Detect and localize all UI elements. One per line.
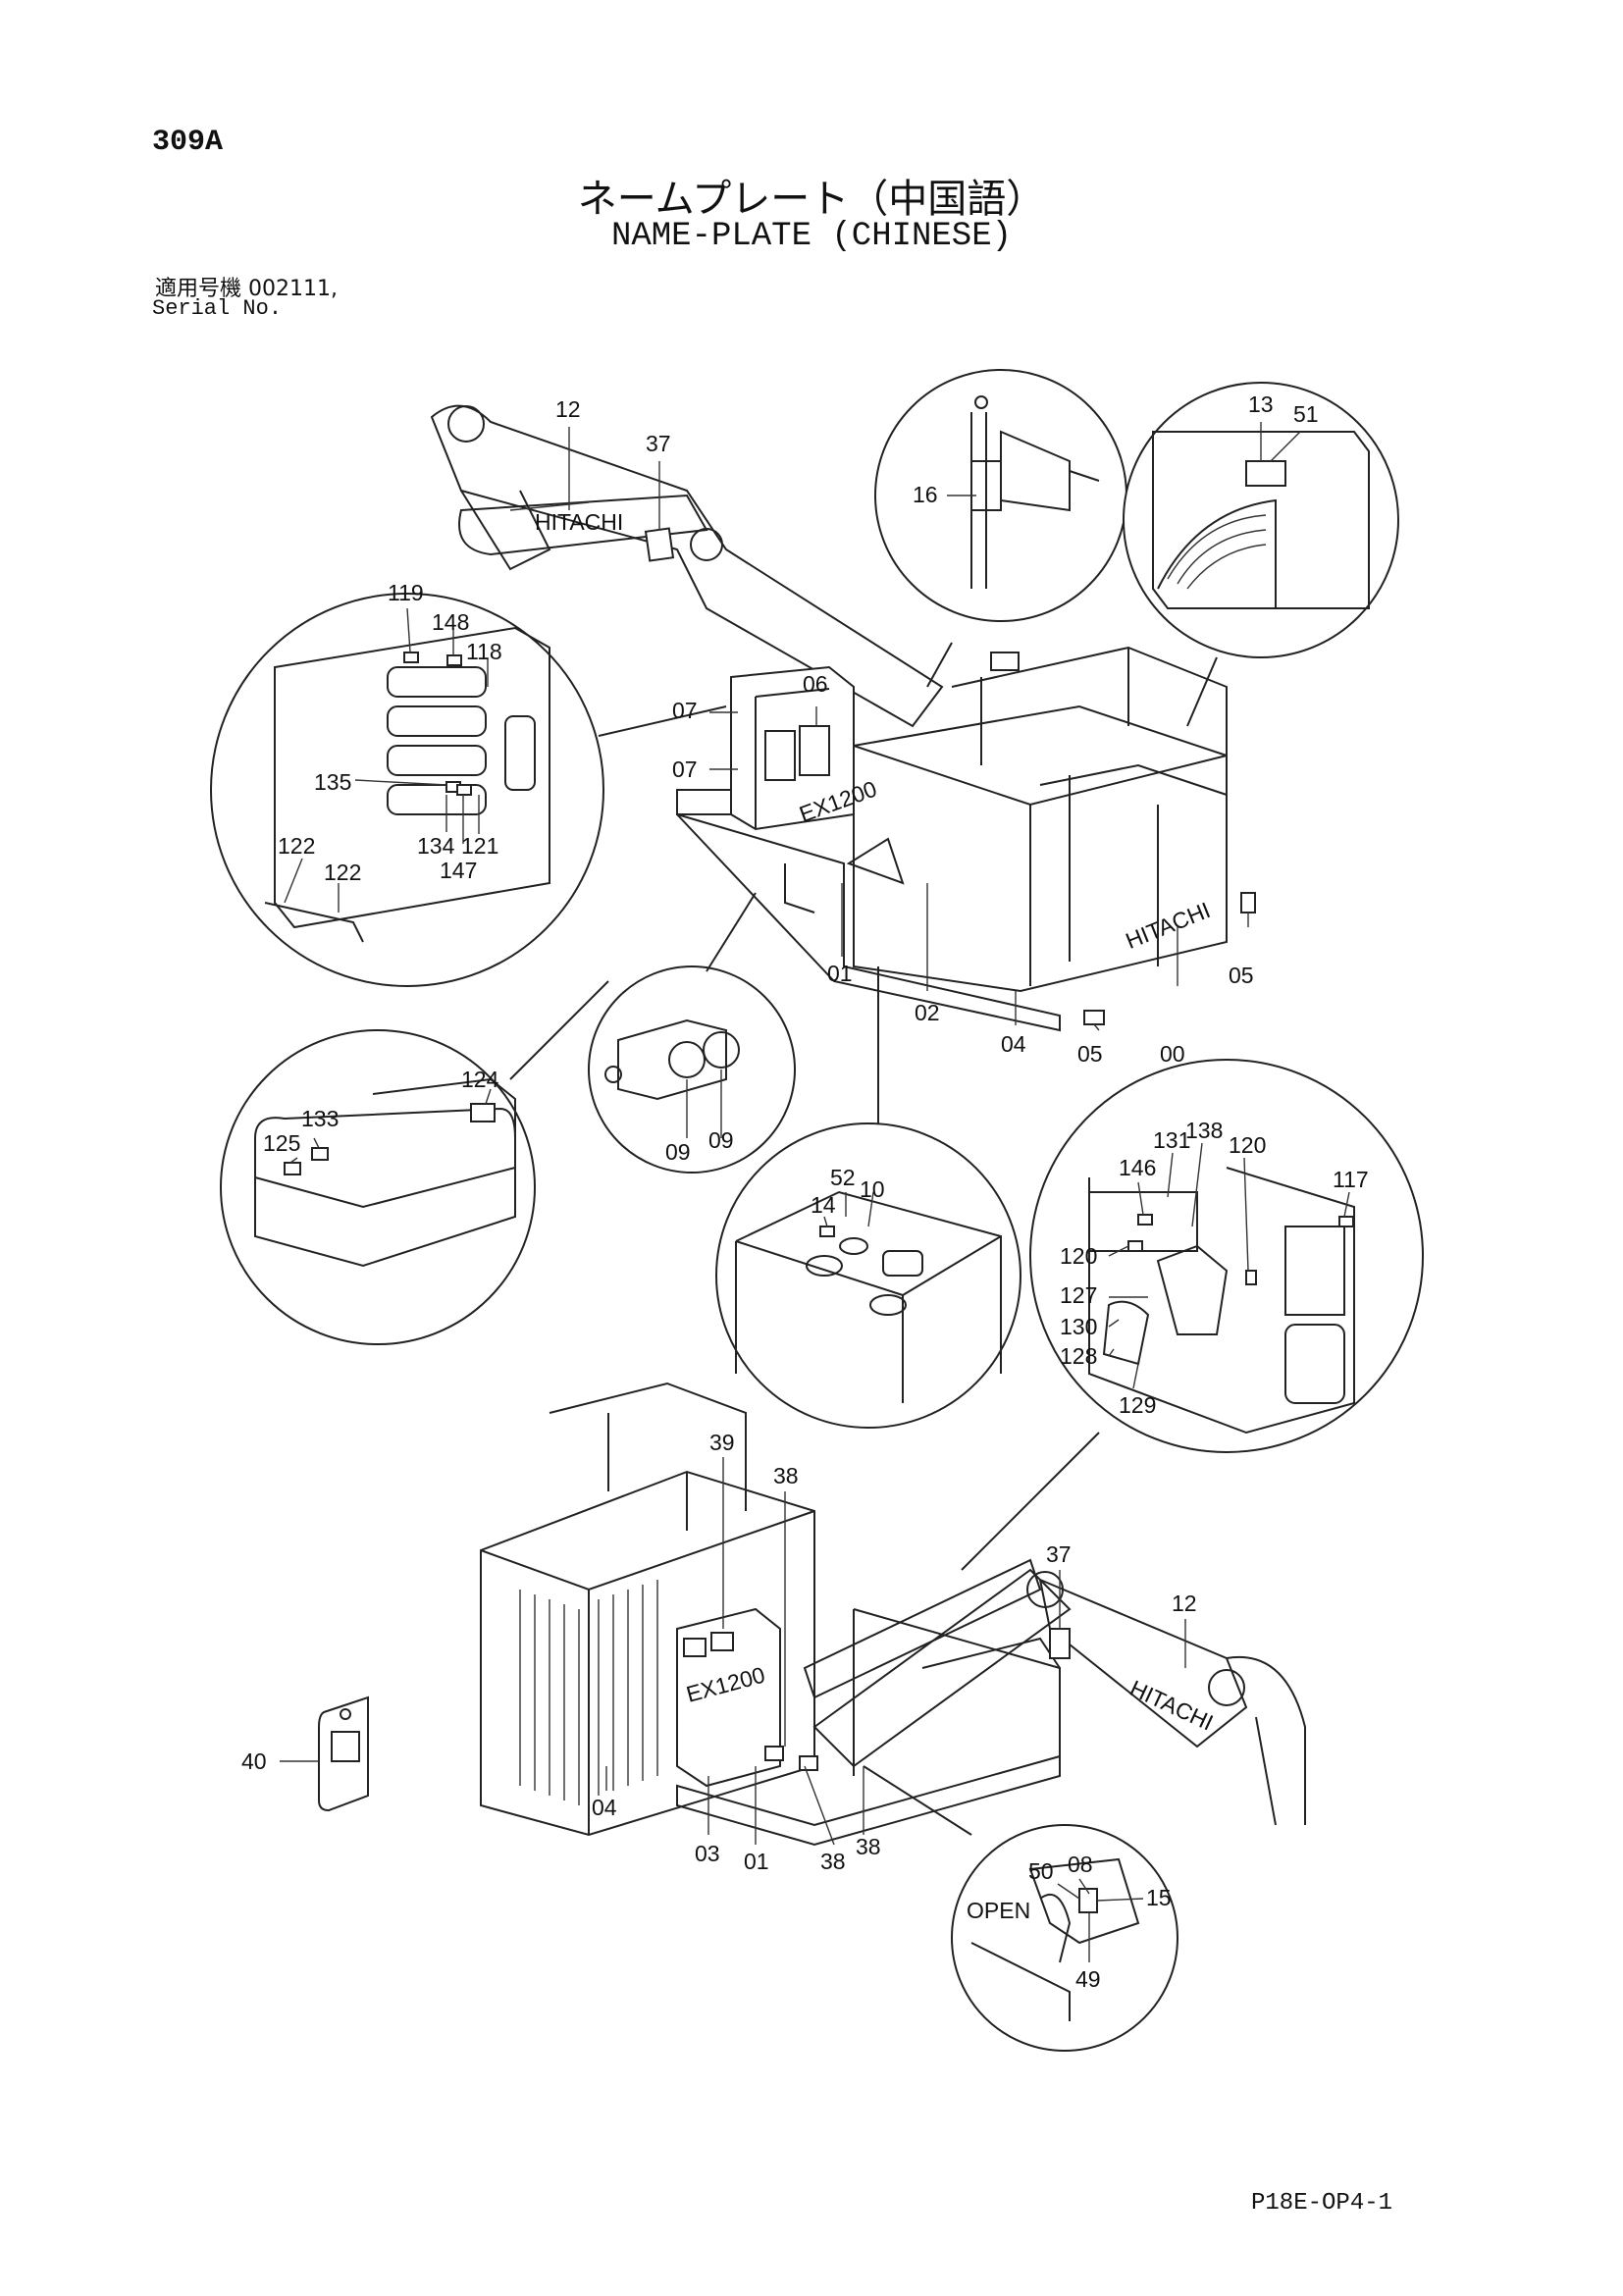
callout-51: 51 [1293, 401, 1319, 427]
callout-120-a: 120 [1229, 1132, 1266, 1158]
callout-07-b: 07 [672, 757, 698, 782]
callout-39: 39 [709, 1430, 735, 1455]
callout-01-bottom: 01 [744, 1849, 769, 1874]
callout-120-b: 120 [1060, 1243, 1097, 1269]
callout-01-top: 01 [827, 961, 853, 986]
callout-119: 119 [388, 580, 424, 605]
callout-numbers: 12 37 13 51 16 119 148 118 07 06 07 135 … [241, 391, 1369, 1992]
callout-38-a: 38 [820, 1849, 846, 1874]
callout-leaders [284, 422, 1350, 1962]
callout-52: 52 [830, 1165, 856, 1190]
callout-37-bottom: 37 [1046, 1541, 1072, 1567]
detail-circle-cab-interior [210, 593, 727, 987]
callout-127: 127 [1060, 1282, 1097, 1308]
callout-12: 12 [555, 396, 581, 422]
callout-129: 129 [1119, 1392, 1156, 1418]
plate-37-bottom [1049, 1628, 1071, 1659]
callout-128: 128 [1060, 1343, 1097, 1369]
callout-122-a: 122 [278, 833, 315, 859]
callout-125: 125 [263, 1130, 300, 1156]
excavator-top: HITACHI HITACHI EX1200 [430, 404, 1256, 1032]
serial-label-japanese: 適用号機 002111, [155, 277, 338, 301]
callout-14: 14 [811, 1192, 836, 1218]
callout-38-top: 38 [773, 1463, 799, 1488]
callout-147: 147 [440, 858, 477, 883]
brand-label: HITACHI [535, 509, 623, 535]
page-number: 309A [152, 126, 224, 159]
callout-09-a: 09 [665, 1139, 691, 1165]
callout-146: 146 [1119, 1155, 1156, 1180]
callout-07-a: 07 [672, 698, 698, 723]
callout-00: 00 [1160, 1041, 1185, 1067]
serial-label-english: Serial No. [152, 296, 283, 321]
callout-49: 49 [1075, 1966, 1101, 1992]
callout-04-bottom: 04 [592, 1795, 617, 1820]
callout-05-b: 05 [1229, 963, 1254, 988]
plate-38a [764, 1746, 784, 1761]
plate-05-right [1240, 892, 1256, 913]
callout-08: 08 [1068, 1852, 1093, 1877]
callout-40: 40 [241, 1748, 267, 1774]
callout-09-b: 09 [708, 1127, 734, 1153]
callout-134: 134 [417, 833, 455, 859]
detail-circle-door: OPEN [863, 1765, 1178, 2052]
open-label: OPEN [967, 1898, 1030, 1923]
boom-logo-top: HITACHI [509, 501, 623, 535]
detail-circle-valve [588, 892, 796, 1174]
callout-138: 138 [1185, 1118, 1223, 1143]
excavator-bottom: EX1200 HITACHI [480, 1382, 1306, 1847]
callout-117: 117 [1333, 1167, 1369, 1192]
callout-15: 15 [1146, 1885, 1172, 1910]
callout-118: 118 [466, 639, 502, 664]
callout-133: 133 [301, 1106, 339, 1131]
callout-03: 03 [695, 1841, 720, 1866]
detail-circle-engine-panel [220, 980, 609, 1345]
detail-circle-radiator [1123, 382, 1399, 727]
page-title-english: NAME-PLATE (CHINESE) [610, 218, 1013, 255]
callout-38-b: 38 [856, 1834, 881, 1859]
detail-circle-cab-right [961, 1059, 1424, 1571]
callout-124: 124 [461, 1067, 499, 1092]
callout-16: 16 [913, 482, 938, 507]
detail-circle-hose [874, 369, 1127, 688]
callout-122-b: 122 [324, 860, 361, 885]
engine-grille [519, 1580, 658, 1805]
callout-02: 02 [915, 1000, 940, 1025]
callout-130: 130 [1060, 1314, 1097, 1339]
callout-13: 13 [1248, 391, 1274, 417]
callout-135: 135 [314, 769, 351, 795]
plate-37 [644, 527, 675, 562]
document-code: P18E-OP4-1 [1251, 2190, 1393, 2217]
callout-50: 50 [1028, 1858, 1054, 1884]
plate-05-left [1083, 1010, 1105, 1025]
callout-06: 06 [803, 671, 828, 697]
callout-131: 131 [1153, 1127, 1190, 1153]
callout-121: 121 [461, 833, 498, 859]
callout-12-bottom: 12 [1172, 1591, 1197, 1616]
tag-40 [280, 1696, 369, 1812]
callout-37: 37 [646, 431, 671, 456]
plate-38b [799, 1755, 818, 1771]
callout-148: 148 [432, 609, 469, 635]
detail-circle-switch [715, 966, 1021, 1429]
callout-05-a: 05 [1077, 1041, 1103, 1067]
callout-10: 10 [860, 1176, 885, 1202]
callout-04-top: 04 [1001, 1031, 1026, 1057]
page-title-japanese: ネームプレート（中国語） [577, 177, 1046, 222]
